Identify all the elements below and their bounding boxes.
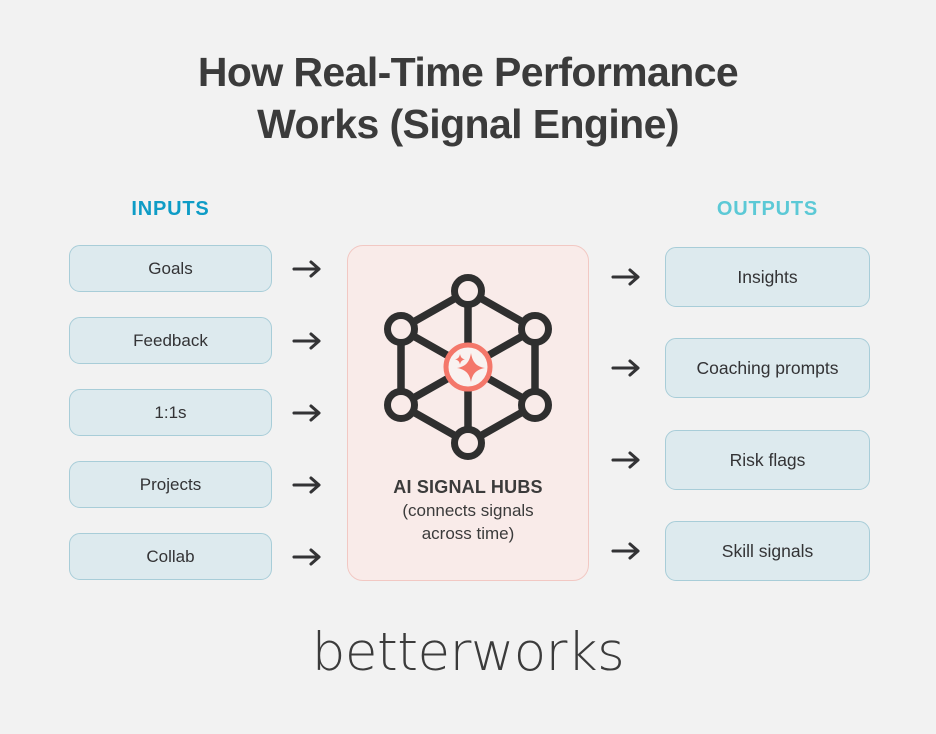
arrow-right-icon-input-3 bbox=[292, 402, 326, 424]
hub-caption-sub-line-2: across time) bbox=[421, 523, 515, 543]
output-pill-coaching-prompts[interactable]: Coaching prompts bbox=[665, 338, 870, 398]
arrow-right-icon-output-4 bbox=[611, 540, 645, 562]
arrow-right-icon-input-5 bbox=[292, 546, 326, 568]
inputs-column-header: INPUTS bbox=[131, 198, 210, 220]
page-title-line-1: How Real-Time Performance bbox=[197, 49, 739, 95]
input-pill-feedback[interactable]: Feedback bbox=[69, 317, 272, 364]
hub-caption: AI SIGNAL HUBS (connects signals across … bbox=[347, 476, 589, 545]
arrow-right-icon-output-1 bbox=[611, 266, 645, 288]
arrow-right-icon-input-1 bbox=[292, 258, 326, 280]
arrow-right-icon-input-2 bbox=[292, 330, 326, 352]
input-pill-1-1s[interactable]: 1:1s bbox=[69, 389, 272, 436]
hub-caption-sub-line-1: (connects signals bbox=[402, 500, 534, 520]
page-title-line-2: Works (Signal Engine) bbox=[257, 101, 679, 148]
arrow-right-icon-output-3 bbox=[611, 449, 645, 471]
output-pill-skill-signals[interactable]: Skill signals bbox=[665, 521, 870, 581]
arrow-right-icon-input-4 bbox=[292, 474, 326, 496]
outputs-column-header: OUTPUTS bbox=[716, 198, 819, 220]
output-pill-insights[interactable]: Insights bbox=[665, 247, 870, 307]
input-pill-goals[interactable]: Goals bbox=[69, 245, 272, 292]
input-pill-collab[interactable]: Collab bbox=[69, 533, 272, 580]
input-pill-projects[interactable]: Projects bbox=[69, 461, 272, 508]
signal-hub-network-graphic bbox=[383, 272, 553, 462]
arrow-right-icon-output-2 bbox=[611, 357, 645, 379]
page-title: How Real-Time Performance Works (Signal … bbox=[0, 46, 936, 151]
betterworks-logo: betterworks bbox=[311, 622, 625, 683]
output-pill-risk-flags[interactable]: Risk flags bbox=[665, 430, 870, 490]
hub-caption-title: AI SIGNAL HUBS bbox=[393, 477, 543, 497]
